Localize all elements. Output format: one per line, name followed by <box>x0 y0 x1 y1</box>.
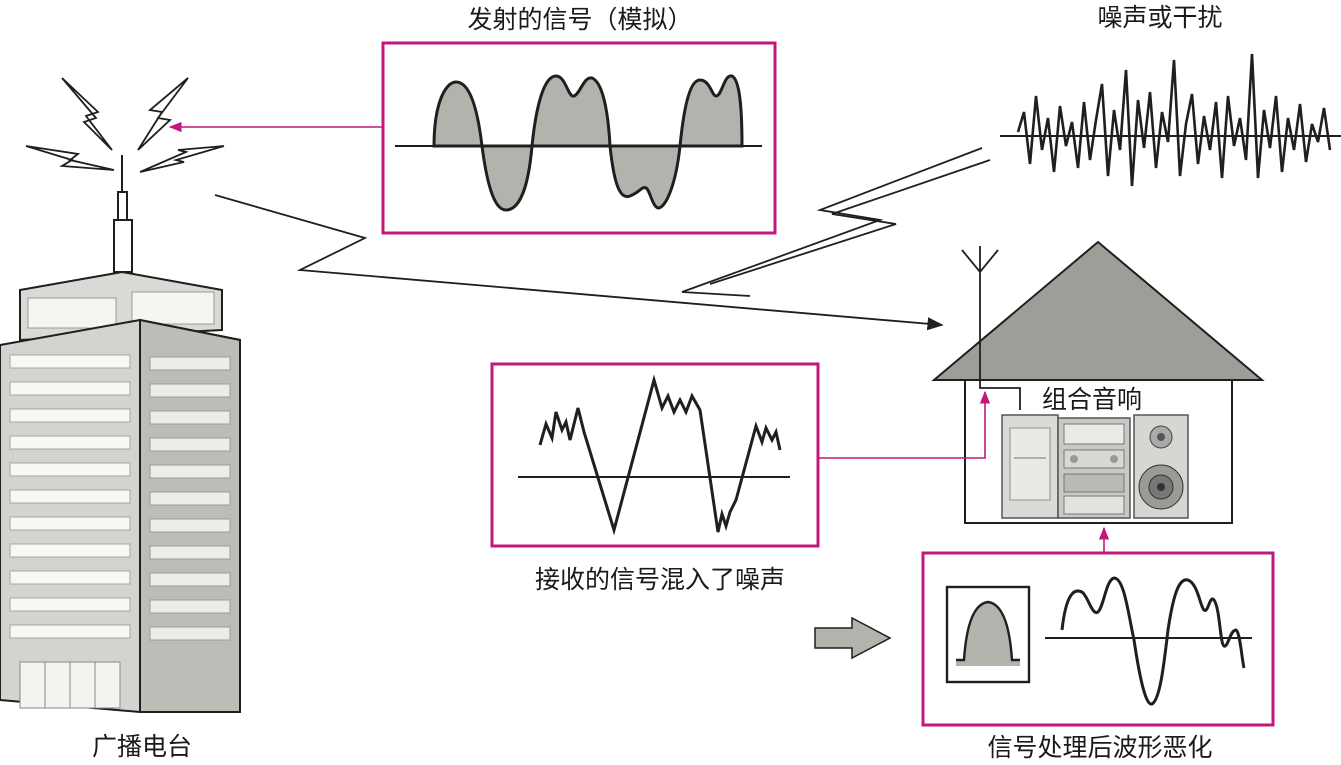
transmitted-signal-label: 发射的信号（模拟） <box>467 5 692 34</box>
process-arrow-icon <box>814 616 892 660</box>
building-window <box>149 437 231 452</box>
building-window <box>9 597 131 612</box>
building-window <box>9 381 131 396</box>
building-window <box>9 570 131 585</box>
station-label: 广播电台 <box>92 732 192 761</box>
building-window <box>149 410 231 425</box>
building-window <box>9 624 131 639</box>
building-window <box>149 383 231 398</box>
noise-path <box>681 147 991 297</box>
building-window <box>9 435 131 450</box>
noise-label: 噪声或干扰 <box>1097 3 1222 32</box>
building-windows <box>9 354 231 641</box>
broadcast-building <box>0 155 241 713</box>
building-window <box>149 572 231 587</box>
building-window <box>149 518 231 533</box>
building-window <box>149 491 231 506</box>
house <box>931 240 1265 524</box>
received-signal-frame <box>490 362 820 548</box>
processed-waveform <box>1045 576 1252 706</box>
building-window <box>149 626 231 641</box>
filter-icon <box>945 585 1031 684</box>
building-window <box>9 516 131 531</box>
received-to-stereo-arrow <box>818 390 991 459</box>
transmission-path <box>214 194 944 331</box>
building-window <box>9 462 131 477</box>
building-window <box>149 545 231 560</box>
received-signal-label: 接收的信号混入了噪声 <box>535 565 785 594</box>
stereo-label: 组合音响 <box>1042 385 1142 414</box>
building-window <box>149 356 231 371</box>
building-window <box>9 408 131 423</box>
received-waveform <box>518 374 790 536</box>
radio-emission-icon <box>25 77 225 173</box>
building-window <box>9 543 131 558</box>
building-window <box>149 599 231 614</box>
stereo-system <box>1001 414 1189 519</box>
transmitted-waveform <box>395 74 762 212</box>
noise-waveform <box>1000 53 1341 187</box>
building-window <box>9 489 131 504</box>
processed-signal-label: 信号处理后波形恶化 <box>987 733 1212 762</box>
building-window <box>149 464 231 479</box>
building-window <box>9 354 131 369</box>
